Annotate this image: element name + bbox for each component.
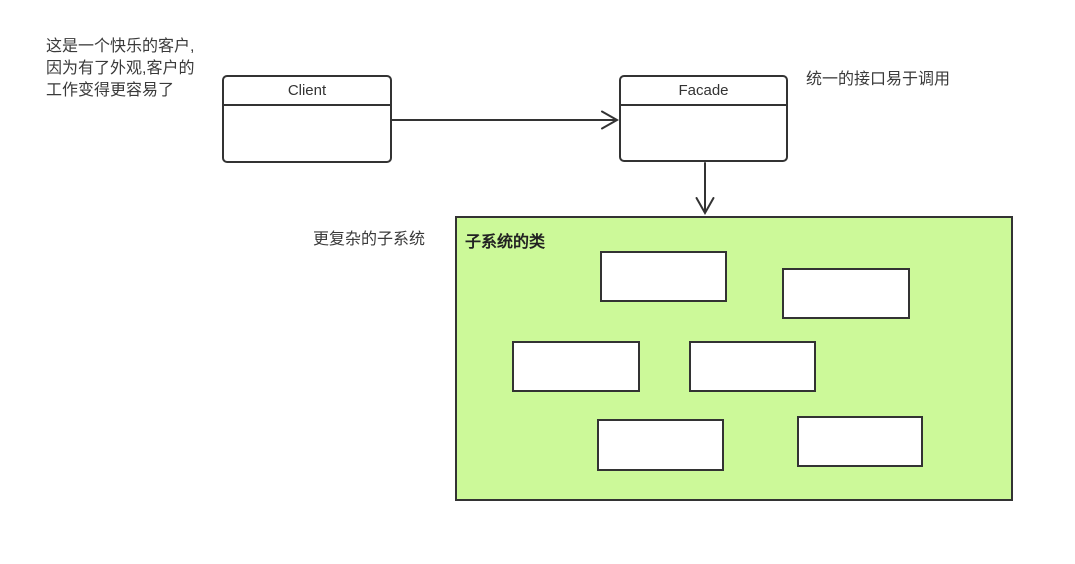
facade-class-box: Facade (619, 75, 788, 162)
client-note-line-2: 因为有了外观,客户的 (46, 60, 195, 77)
client-class-title: Client (224, 77, 390, 106)
subsystem-class-box-4 (689, 341, 816, 392)
subsystem-title: 子系统的类 (465, 234, 546, 251)
client-note-line-3: 工作变得更容易了 (46, 82, 175, 99)
subsystem-class-box-6 (797, 416, 923, 467)
subsystem-class-box-3 (512, 341, 640, 392)
facade-to-subsystem-arrow (695, 162, 715, 216)
client-note-line-1: 这是一个快乐的客户, (46, 38, 195, 55)
client-to-facade-arrow (391, 110, 620, 130)
facade-note-text: 统一的接口易于调用 (806, 71, 951, 88)
client-note-text: 这是一个快乐的客户, 因为有了外观,客户的 工作变得更容易了 (46, 36, 194, 102)
subsystem-note-text: 更复杂的子系统 (313, 231, 426, 248)
subsystem-class-box-2 (782, 268, 910, 319)
subsystem-class-box-5 (597, 419, 724, 471)
client-class-box: Client (222, 75, 392, 163)
subsystem-class-box-1 (600, 251, 727, 302)
subsystem-container: 子系统的类 (455, 216, 1013, 501)
facade-class-title: Facade (621, 77, 786, 106)
